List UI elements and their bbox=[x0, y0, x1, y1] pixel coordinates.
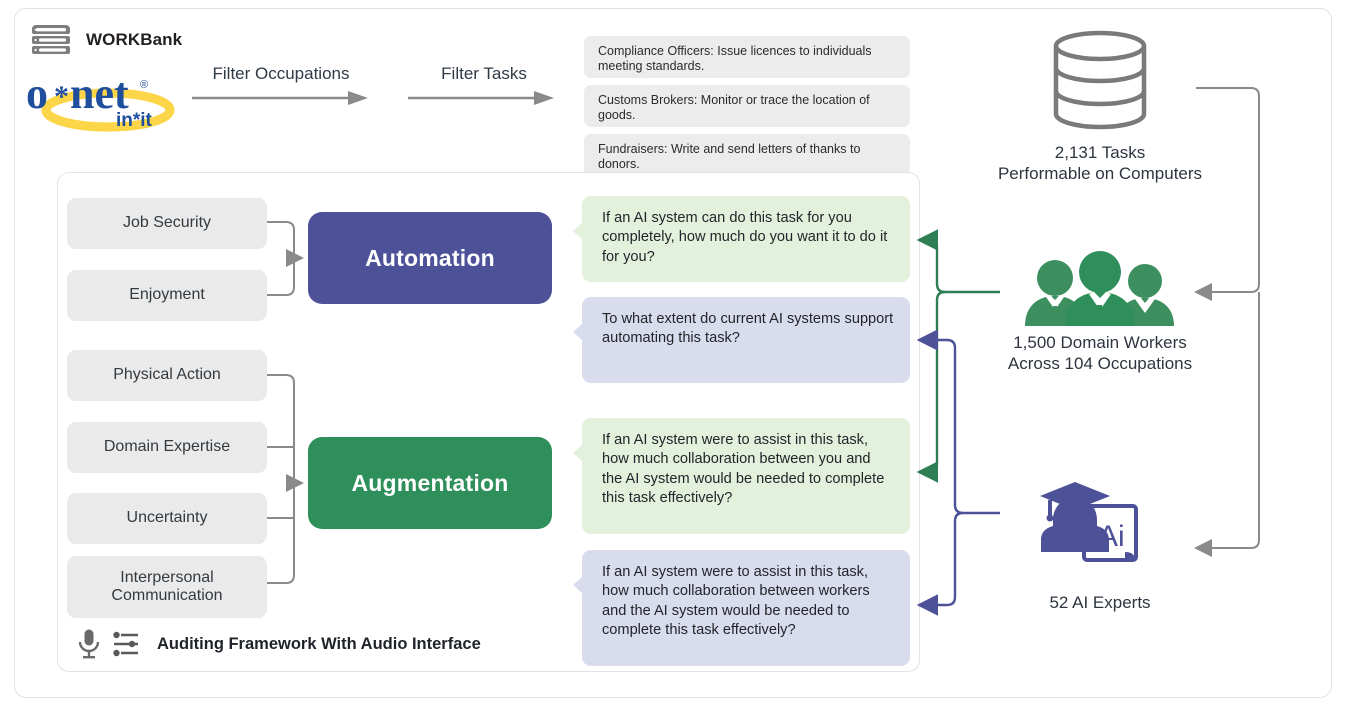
category-box-augmentation[interactable]: Augmentation bbox=[308, 437, 552, 529]
pipeline-step-filter-tasks: Filter Tasks bbox=[408, 64, 556, 106]
dimension-chip-job-security[interactable]: Job Security bbox=[67, 198, 267, 249]
microphone-icon bbox=[78, 629, 100, 659]
bubble-tail-icon bbox=[573, 222, 583, 240]
dimension-chip-physical-action[interactable]: Physical Action bbox=[67, 350, 267, 401]
stat-ai-experts: Ai 52 AI Experts bbox=[985, 478, 1215, 613]
graduate-document-ai-icon: Ai bbox=[1040, 482, 1138, 562]
question-bubble-automation-worker: If an AI system can do this task for you… bbox=[573, 196, 910, 282]
task-example-chip: Fundraisers: Write and send letters of t… bbox=[584, 134, 910, 176]
svg-text:net: net bbox=[70, 69, 129, 118]
task-example-chip: Customs Brokers: Monitor or trace the lo… bbox=[584, 85, 910, 127]
task-example-chip: Compliance Officers: Issue licences to i… bbox=[584, 36, 910, 78]
question-text: If an AI system were to assist in this t… bbox=[602, 564, 870, 639]
onet-tagline: in*it bbox=[116, 110, 153, 131]
question-text: If an AI system were to assist in this t… bbox=[602, 432, 885, 507]
server-stack-icon bbox=[32, 25, 70, 54]
registered-mark: ® bbox=[140, 79, 148, 91]
question-bubble-automation-expert: To what extent do current AI systems sup… bbox=[573, 297, 910, 383]
framework-footer: Auditing Framework With Audio Interface bbox=[76, 628, 481, 660]
pipeline-step-label: Filter Tasks bbox=[441, 64, 527, 83]
pipeline-step-label: Filter Occupations bbox=[212, 64, 350, 83]
brand-row: WORKBank bbox=[30, 18, 182, 62]
question-text: To what extent do current AI systems sup… bbox=[602, 311, 894, 347]
question-bubble-augmentation-expert: If an AI system were to assist in this t… bbox=[573, 550, 910, 666]
stat-workers: 1,500 Domain Workers Across 104 Occupati… bbox=[970, 248, 1230, 375]
arrow-right-icon bbox=[192, 91, 368, 105]
brand-title: WORKBank bbox=[86, 30, 183, 49]
stat-tasks: 2,131 Tasks Performable on Computers bbox=[970, 28, 1230, 185]
ai-badge-label: Ai bbox=[1098, 520, 1125, 553]
dimension-chip-enjoyment[interactable]: Enjoyment bbox=[67, 270, 267, 321]
onet-wordmark: o bbox=[26, 69, 48, 118]
pipeline-step-filter-occupations: Filter Occupations bbox=[192, 64, 370, 106]
svg-text:*: * bbox=[54, 80, 69, 113]
bubble-tail-icon bbox=[573, 576, 583, 594]
arrow-right-icon bbox=[408, 91, 554, 105]
question-bubble-augmentation-worker: If an AI system were to assist in this t… bbox=[573, 418, 910, 534]
dimension-chip-uncertainty[interactable]: Uncertainty bbox=[67, 493, 267, 544]
bubble-tail-icon bbox=[573, 323, 583, 341]
stat-caption: 52 AI Experts bbox=[1049, 593, 1151, 612]
stat-caption: 2,131 Tasks Performable on Computers bbox=[997, 143, 1203, 184]
dimension-chip-domain-expertise[interactable]: Domain Expertise bbox=[67, 422, 267, 473]
category-box-automation[interactable]: Automation bbox=[308, 212, 552, 304]
framework-footer-label: Auditing Framework With Audio Interface bbox=[157, 634, 481, 653]
dimension-chip-interpersonal-communication[interactable]: Interpersonal Communication bbox=[67, 556, 267, 618]
sliders-icon bbox=[113, 631, 138, 657]
question-text: If an AI system can do this task for you… bbox=[602, 210, 888, 265]
three-people-icon bbox=[1025, 251, 1174, 326]
onet-logo: o * net ® in*it bbox=[26, 69, 175, 132]
stat-caption: 1,500 Domain Workers Across 104 Occupati… bbox=[1007, 333, 1193, 374]
bubble-tail-icon bbox=[573, 444, 583, 462]
database-cylinder-icon bbox=[1053, 30, 1147, 130]
